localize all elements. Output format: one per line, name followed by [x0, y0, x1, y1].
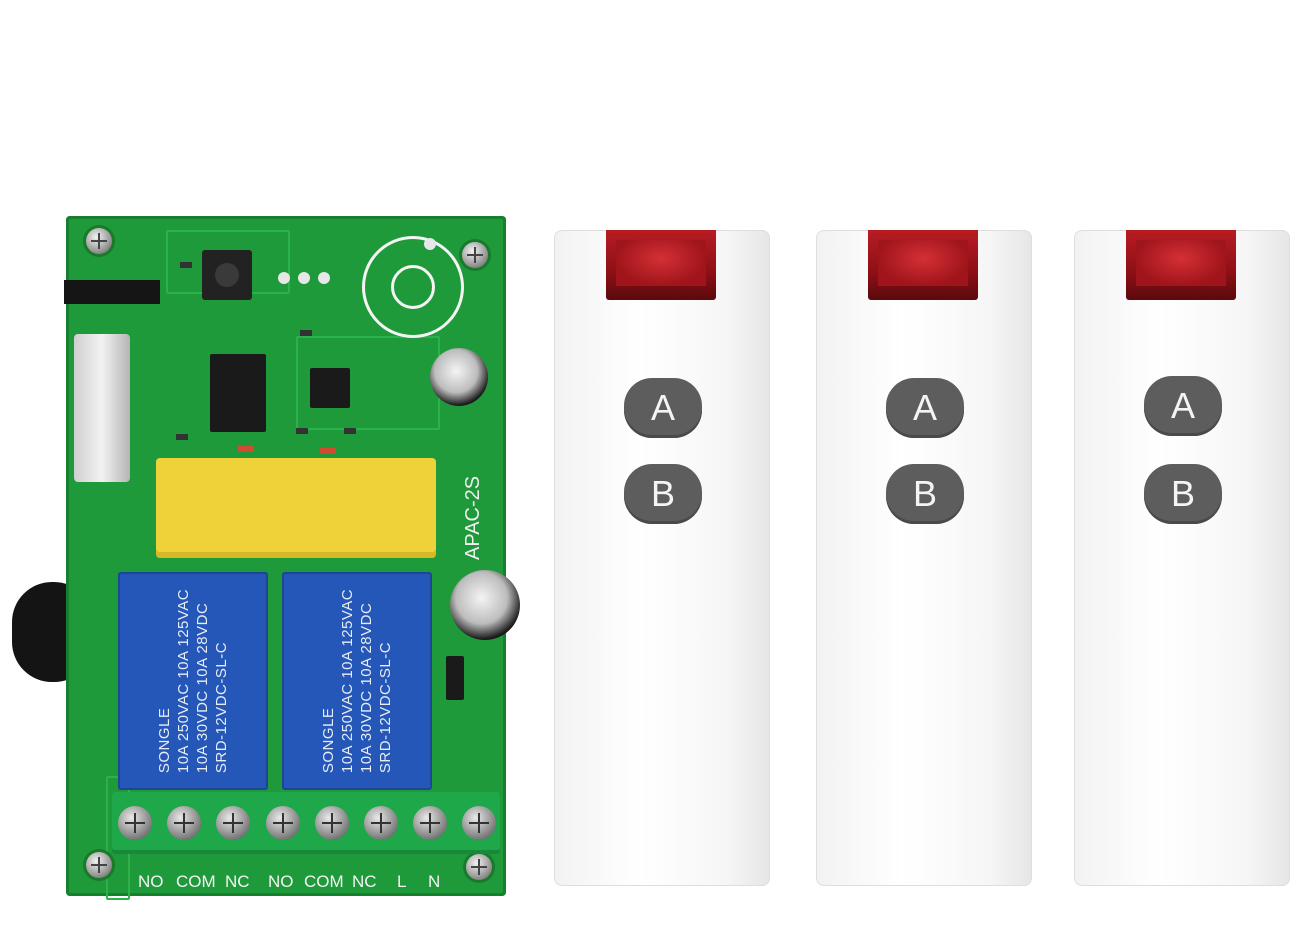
relay-1-line-1: 10A 250VAC 10A 125VAC — [175, 588, 192, 774]
terminal-screw — [167, 806, 201, 840]
relay-2: SONGLE 10A 250VAC 10A 125VAC 10A 30VDC 1… — [282, 572, 432, 790]
electrolytic-capacitor — [450, 570, 520, 640]
smd-component — [176, 434, 188, 440]
remote-2-button-a[interactable]: A — [886, 378, 964, 438]
smd-component — [180, 262, 192, 268]
terminal-label: COM — [304, 872, 344, 891]
pcb-pad — [424, 238, 436, 250]
ic-chip — [310, 368, 350, 408]
smd-resistor — [320, 448, 336, 454]
smd-component — [296, 428, 308, 434]
smd-resistor — [238, 446, 254, 452]
relay-2-line-3: SRD-12VDC-SL-C — [377, 641, 394, 774]
terminal-label: NO — [268, 872, 294, 891]
remote-2-led-window — [868, 230, 978, 300]
smd-component — [344, 428, 356, 434]
relay-1-print: SONGLE 10A 250VAC 10A 125VAC 10A 30VDC 1… — [155, 589, 231, 773]
terminal-screw — [118, 806, 152, 840]
relay-2-line-1: 10A 250VAC 10A 125VAC — [339, 588, 356, 774]
terminal-block — [112, 792, 500, 854]
ic-chip — [446, 656, 464, 700]
mounting-screw — [86, 852, 112, 878]
relay-1: SONGLE 10A 250VAC 10A 125VAC 10A 30VDC 1… — [118, 572, 268, 790]
terminal-screw — [266, 806, 300, 840]
remote-3-button-a[interactable]: A — [1144, 376, 1222, 436]
mounting-screw — [466, 854, 492, 880]
buzzer-outline — [362, 236, 464, 338]
terminal-label: NO — [138, 872, 164, 891]
remote-1-led-window — [606, 230, 716, 300]
x2-capacitor — [156, 458, 436, 558]
terminal-screw — [462, 806, 496, 840]
smd-component — [300, 330, 312, 336]
electrolytic-capacitor — [430, 348, 488, 406]
pcb-pad — [298, 272, 310, 284]
relay-2-print: SONGLE 10A 250VAC 10A 125VAC 10A 30VDC 1… — [319, 589, 395, 773]
relay-2-line-2: 10A 30VDC 10A 28VDC — [358, 602, 375, 774]
remote-3: A B — [1074, 230, 1290, 886]
terminal-screw — [315, 806, 349, 840]
remote-1-button-a[interactable]: A — [624, 378, 702, 438]
board-model-label: APAC-2S — [462, 475, 484, 560]
relay-1-brand: SONGLE — [156, 707, 173, 774]
pcb-pad — [318, 272, 330, 284]
remote-2-button-b[interactable]: B — [886, 464, 964, 524]
remote-1-button-b[interactable]: B — [624, 464, 702, 524]
remote-2: A B — [816, 230, 1032, 886]
relay-1-line-3: SRD-12VDC-SL-C — [213, 641, 230, 774]
terminal-screw — [216, 806, 250, 840]
terminal-screw — [413, 806, 447, 840]
relay-2-brand: SONGLE — [320, 707, 337, 774]
terminal-label: L — [397, 872, 407, 891]
pin-header — [64, 280, 160, 304]
learn-button — [202, 250, 252, 300]
mounting-screw — [86, 228, 112, 254]
ic-chip — [210, 354, 266, 432]
mounting-screw — [462, 242, 488, 268]
pcb-pad — [278, 272, 290, 284]
remote-1: A B — [554, 230, 770, 886]
terminal-label: COM — [176, 872, 216, 891]
terminal-label: NC — [225, 872, 250, 891]
terminal-label: NC — [352, 872, 377, 891]
terminal-label: N — [428, 872, 441, 891]
remote-3-led-window — [1126, 230, 1236, 300]
relay-1-line-2: 10A 30VDC 10A 28VDC — [194, 602, 211, 774]
crystal-oscillator — [74, 334, 130, 482]
remote-3-button-b[interactable]: B — [1144, 464, 1222, 524]
terminal-screw — [364, 806, 398, 840]
